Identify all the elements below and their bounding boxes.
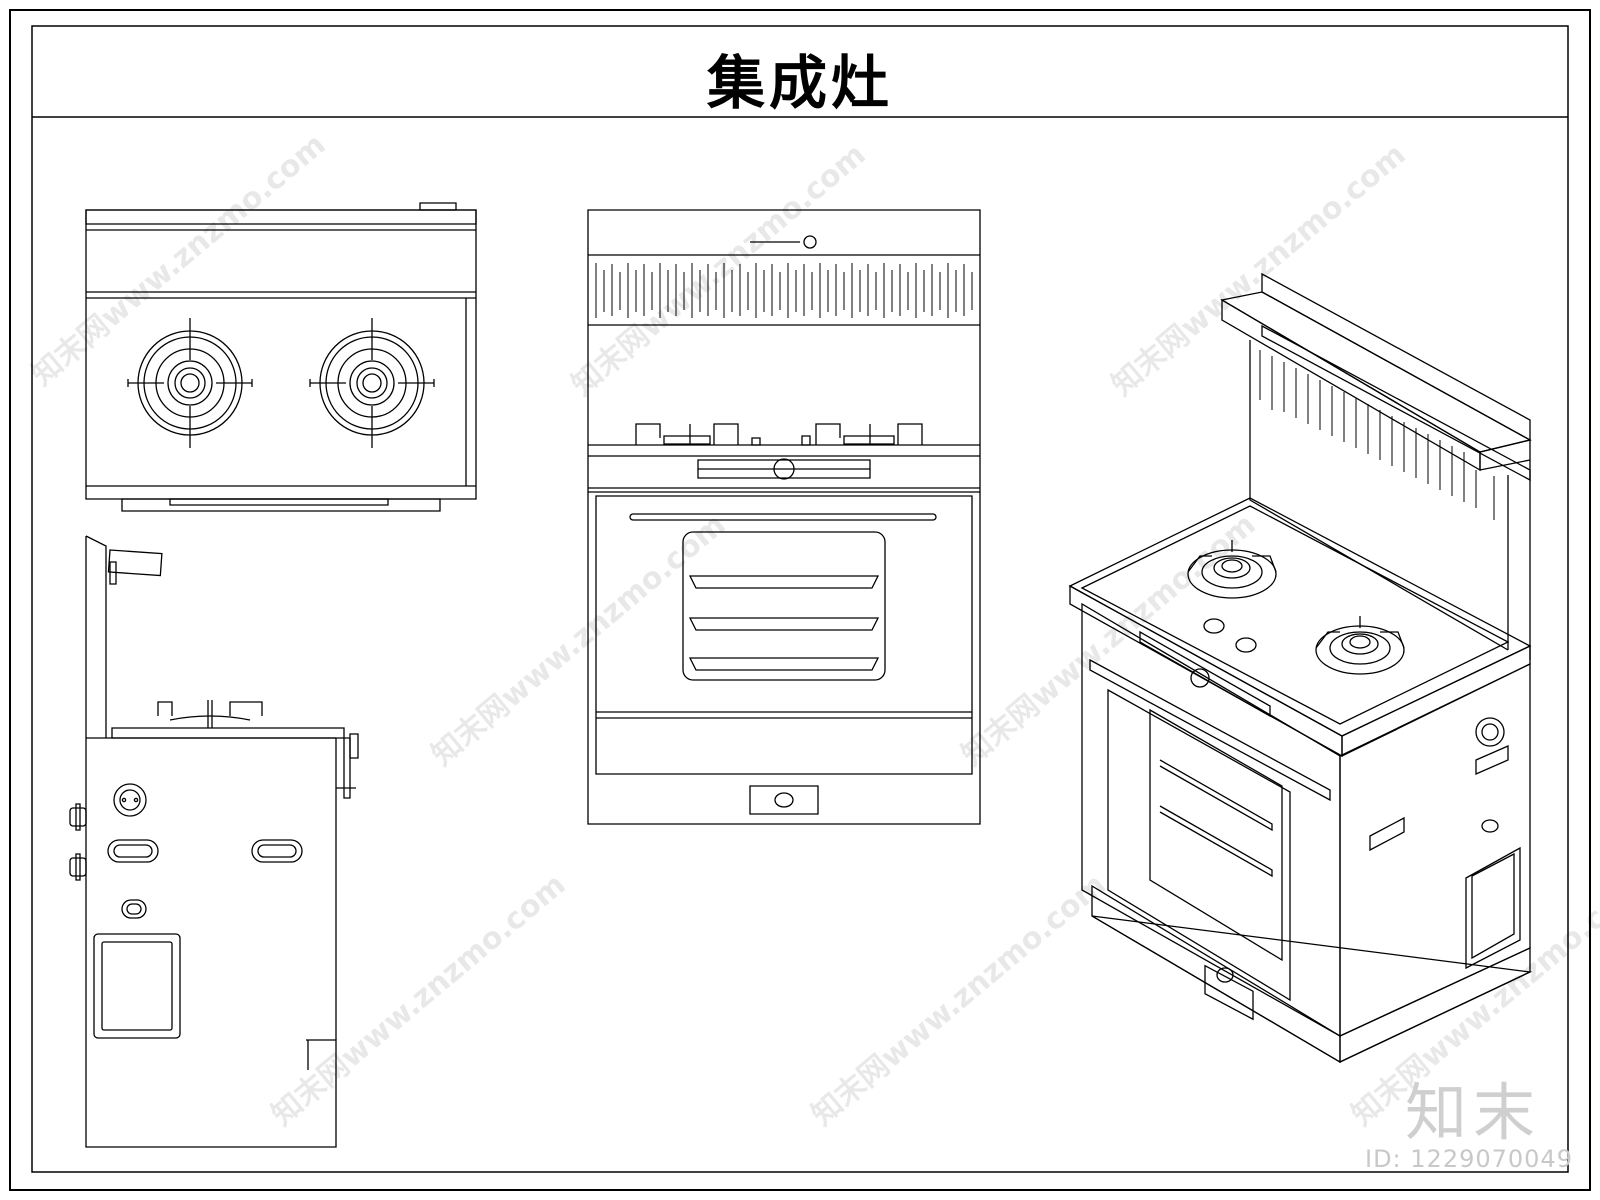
- brand-mark: 知末: [1405, 1076, 1542, 1149]
- right-burner: [310, 318, 434, 448]
- iso-burner-right: [1316, 616, 1404, 674]
- left-burner: [128, 318, 252, 448]
- front-control-panel: [698, 459, 870, 479]
- front-vent-slots: [596, 263, 972, 318]
- iso-knobs: [1204, 619, 1256, 652]
- drawing-title: 集成灶: [706, 49, 893, 117]
- asset-id: ID: 1229070049: [1365, 1145, 1573, 1173]
- front-logo-badge: [750, 236, 816, 248]
- iso-burner-left: [1188, 540, 1276, 598]
- front-grates: [636, 424, 922, 445]
